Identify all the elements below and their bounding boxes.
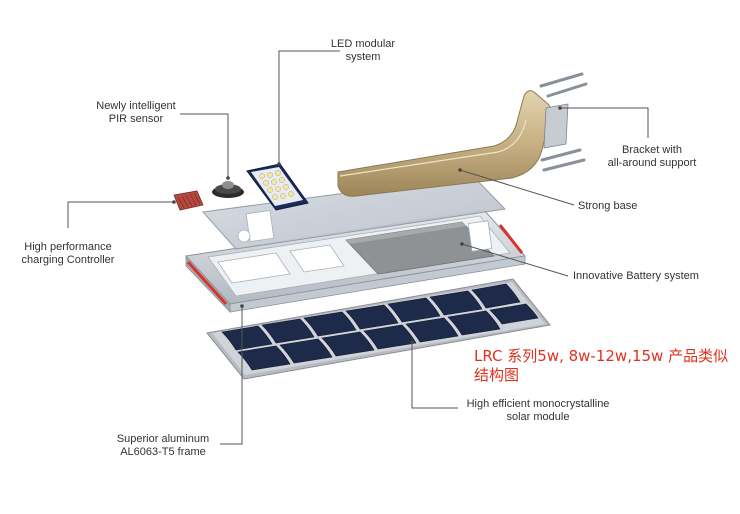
note-line: 结构图 — [474, 366, 520, 384]
label-line: PIR sensor — [108, 113, 164, 125]
label-line: system — [345, 51, 381, 63]
label-line: AL6063-T5 frame — [120, 446, 206, 458]
label-charging-controller: High performance charging Controller — [10, 241, 126, 267]
series-note: LRC 系列5w, 8w-12w,15w 产品类似 结构图 — [474, 347, 728, 385]
frame-stripe-right — [498, 224, 524, 254]
label-strong-base: Strong base — [578, 200, 637, 213]
label-line: High performance — [24, 241, 112, 253]
leader-base — [459, 169, 575, 206]
label-line: Innovative Battery system — [573, 270, 699, 282]
leader-dots — [172, 106, 562, 344]
leader-frame — [220, 306, 243, 445]
leader-pir — [180, 113, 229, 178]
label-pir-sensor: Newly intelligent PIR sensor — [86, 100, 186, 126]
leader-led — [278, 50, 340, 164]
charging-controller — [173, 190, 204, 211]
leader-lines — [67, 50, 649, 445]
label-solar-module: High efficient monocrystalline solar mod… — [460, 398, 616, 424]
label-battery-system: Innovative Battery system — [573, 270, 699, 283]
leader-bracket — [560, 107, 649, 138]
solar-cells — [221, 283, 539, 371]
label-line: Newly intelligent — [96, 100, 176, 112]
label-line: High efficient monocrystalline — [466, 398, 610, 410]
label-line: Strong base — [578, 200, 638, 212]
label-line: LED modular — [330, 38, 396, 50]
leader-battery — [461, 243, 569, 277]
leader-solar — [411, 342, 458, 409]
label-line: solar module — [506, 411, 570, 423]
leader-controller — [67, 201, 174, 228]
bracket — [337, 90, 569, 197]
pir-sensor — [212, 181, 244, 198]
label-line: Bracket with — [622, 144, 682, 156]
frame-stripe-left — [186, 260, 228, 306]
label-line: Superior aluminum — [116, 433, 210, 445]
label-led-modular-system: LED modular system — [318, 38, 408, 64]
note-line: LRC 系列5w, 8w-12w,15w 产品类似 — [474, 347, 729, 365]
label-line: charging Controller — [21, 254, 115, 266]
battery-pack — [345, 221, 495, 275]
led-module — [246, 163, 309, 211]
label-bracket: Bracket with all-around support — [596, 144, 708, 170]
bolts — [539, 72, 588, 172]
solar-panel — [206, 278, 551, 380]
label-aluminum-frame: Superior aluminum AL6063-T5 frame — [108, 433, 218, 459]
label-line: all-around support — [607, 157, 697, 169]
